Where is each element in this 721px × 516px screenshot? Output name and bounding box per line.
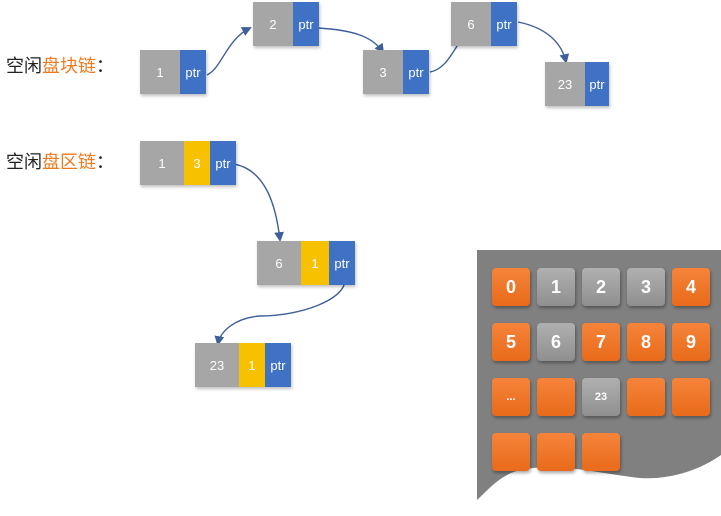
node-start: 6 bbox=[257, 241, 301, 285]
extent-chain-title: 空闲盘区链： bbox=[6, 148, 114, 174]
disk-block: 0 bbox=[492, 268, 530, 306]
disk-block: 9 bbox=[672, 323, 710, 361]
block-node: 2 ptr bbox=[253, 2, 319, 46]
block-node: 1 ptr bbox=[140, 50, 206, 94]
disk-block bbox=[582, 433, 620, 471]
disk-block bbox=[672, 378, 710, 416]
disk-block: ... bbox=[492, 378, 530, 416]
extent-node: 6 1 ptr bbox=[257, 241, 355, 285]
disk-block: 7 bbox=[582, 323, 620, 361]
disk-block: 8 bbox=[627, 323, 665, 361]
node-ptr: ptr bbox=[180, 50, 206, 94]
node-value: 3 bbox=[363, 50, 403, 94]
block-chain-title: 空闲盘块链： bbox=[6, 52, 114, 78]
node-ptr: ptr bbox=[329, 241, 355, 285]
title-prefix: 空闲 bbox=[6, 152, 42, 173]
block-node: 3 ptr bbox=[363, 50, 429, 94]
extent-node: 1 3 ptr bbox=[140, 141, 236, 185]
node-count: 3 bbox=[184, 141, 210, 185]
title-colon: ： bbox=[96, 152, 114, 173]
node-count: 1 bbox=[239, 343, 265, 387]
node-value: 23 bbox=[545, 62, 585, 106]
arrow-6-to-23 bbox=[517, 21, 570, 64]
arrow-e1-to-e6 bbox=[233, 163, 284, 242]
disk-block: 3 bbox=[627, 268, 665, 306]
disk-block: 1 bbox=[537, 268, 575, 306]
title-colon: ： bbox=[96, 56, 114, 77]
node-ptr: ptr bbox=[585, 62, 609, 106]
disk-block bbox=[627, 378, 665, 416]
node-start: 23 bbox=[195, 343, 239, 387]
title-prefix: 空闲 bbox=[6, 56, 42, 77]
node-ptr: ptr bbox=[210, 141, 236, 185]
disk-block bbox=[537, 378, 575, 416]
block-node: 6 ptr bbox=[451, 2, 517, 46]
extent-node: 23 1 ptr bbox=[195, 343, 291, 387]
node-value: 6 bbox=[451, 2, 491, 46]
title-highlight: 盘块链 bbox=[42, 56, 96, 77]
node-value: 2 bbox=[253, 2, 293, 46]
disk-block: 6 bbox=[537, 323, 575, 361]
node-ptr: ptr bbox=[293, 2, 319, 46]
arrow-e6-to-e23 bbox=[214, 279, 346, 346]
node-value: 1 bbox=[140, 50, 180, 94]
disk-block: 2 bbox=[582, 268, 620, 306]
node-ptr: ptr bbox=[491, 2, 517, 46]
disk-block: 23 bbox=[582, 378, 620, 416]
node-ptr: ptr bbox=[403, 50, 429, 94]
node-ptr: ptr bbox=[265, 343, 291, 387]
title-highlight: 盘区链 bbox=[42, 152, 96, 173]
node-start: 1 bbox=[140, 141, 184, 185]
node-count: 1 bbox=[301, 241, 329, 285]
block-node: 23 ptr bbox=[545, 62, 609, 106]
disk-block bbox=[492, 433, 530, 471]
disk-block: 5 bbox=[492, 323, 530, 361]
arrow-1-to-2 bbox=[206, 27, 252, 76]
disk-block bbox=[537, 433, 575, 471]
disk-block: 4 bbox=[672, 268, 710, 306]
arrow-2-to-3 bbox=[317, 27, 385, 54]
